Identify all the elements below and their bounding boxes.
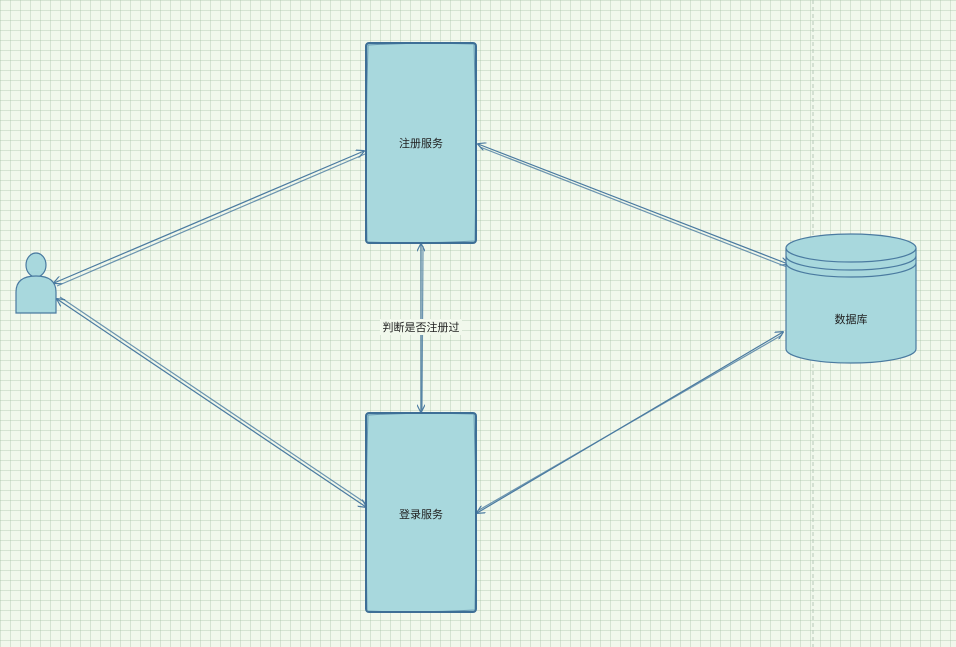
edge-login-database[interactable] [477, 332, 783, 513]
login-service-label: 登录服务 [399, 507, 443, 521]
database-ring-1 [785, 255, 917, 271]
edge-user-register[interactable] [54, 151, 365, 287]
user-body-icon [15, 275, 57, 314]
edge-label-background [380, 319, 462, 335]
register-service-label: 注册服务 [399, 136, 443, 150]
database-label: 数据库 [835, 312, 868, 326]
node-register-service[interactable]: 注册服务 [365, 42, 477, 244]
edge-register-database[interactable] [478, 144, 788, 268]
node-login-service[interactable]: 登录服务 [365, 412, 477, 613]
node-user-actor[interactable] [15, 252, 57, 314]
user-head-icon [25, 252, 47, 278]
node-database[interactable]: 数据库 [785, 233, 917, 364]
register-service-sketch-outline [365, 42, 477, 244]
edge-label-register-login: 判断是否注册过 [383, 320, 460, 334]
login-service-sketch-outline [365, 412, 477, 613]
edge-user-login[interactable] [57, 296, 367, 507]
database-ring-2 [785, 262, 917, 278]
database-body [785, 248, 917, 364]
database-top [785, 233, 917, 263]
